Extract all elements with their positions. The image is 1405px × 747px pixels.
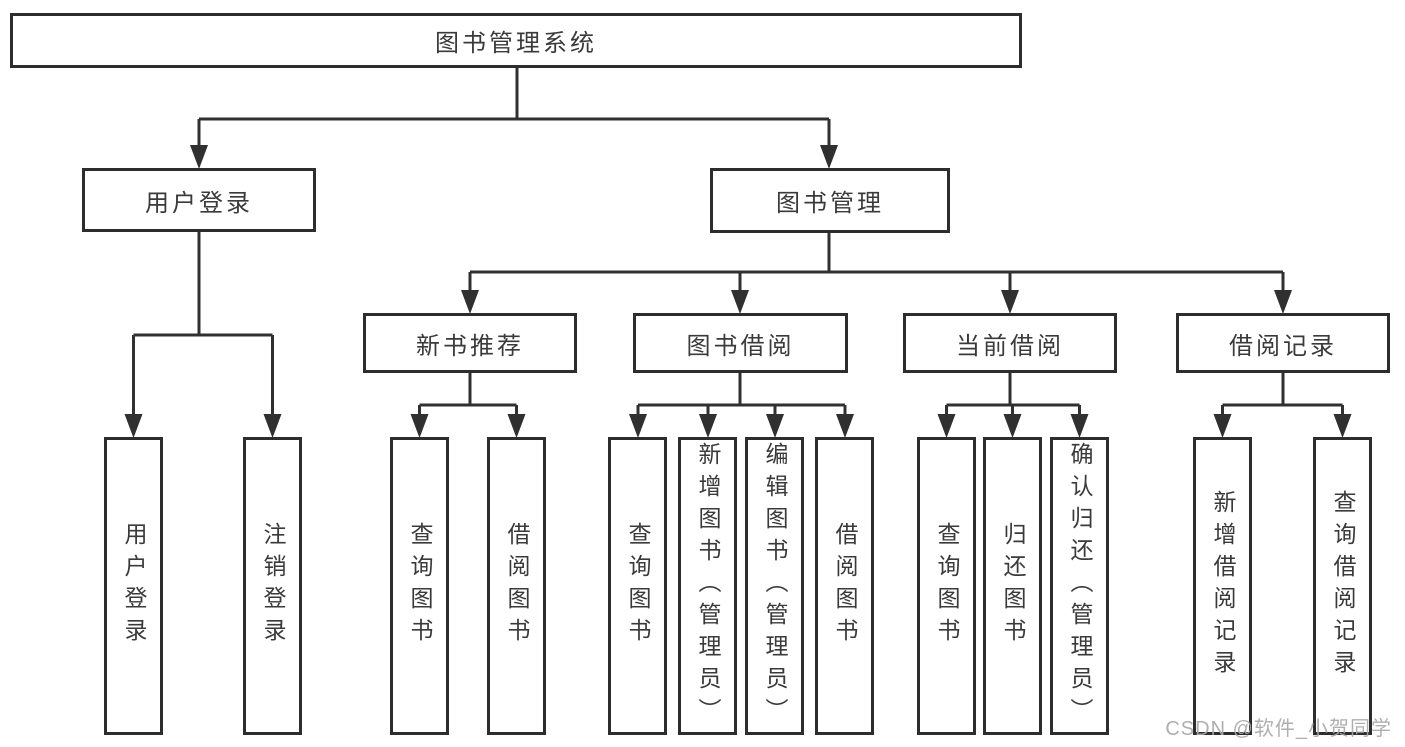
leaf-add-book-admin: 新增图书（管理员） <box>678 437 737 735</box>
node-new-book-recommend: 新书推荐 <box>363 313 577 373</box>
node-borrow-records: 借阅记录 <box>1176 313 1390 373</box>
node-current-borrow: 当前借阅 <box>903 313 1117 373</box>
node-book-borrow: 图书借阅 <box>633 313 848 373</box>
leaf-user-login: 用户登录 <box>104 437 163 735</box>
leaf-add-borrow-record: 新增借阅记录 <box>1193 437 1252 735</box>
node-user-login: 用户登录 <box>82 168 316 232</box>
leaf-edit-book-admin: 编辑图书（管理员） <box>745 437 804 735</box>
node-library-system: 图书管理系统 <box>10 13 1022 68</box>
leaf-recommend-borrow-books: 借阅图书 <box>487 437 546 735</box>
leaf-recommend-query-books: 查询图书 <box>390 437 449 735</box>
leaf-borrow-query-books: 查询图书 <box>608 437 667 735</box>
node-book-management: 图书管理 <box>710 168 950 233</box>
csdn-watermark: CSDN @软件_小贺同学 <box>1165 718 1392 740</box>
leaf-logout: 注销登录 <box>243 437 302 735</box>
leaf-confirm-return-admin: 确认归还（管理员） <box>1050 437 1109 735</box>
leaf-return-books: 归还图书 <box>983 437 1042 735</box>
leaf-current-query-books: 查询图书 <box>917 437 976 735</box>
leaf-borrow-borrow-books: 借阅图书 <box>815 437 874 735</box>
arrowheads <box>124 145 1352 438</box>
leaf-query-borrow-record: 查询借阅记录 <box>1313 437 1372 735</box>
